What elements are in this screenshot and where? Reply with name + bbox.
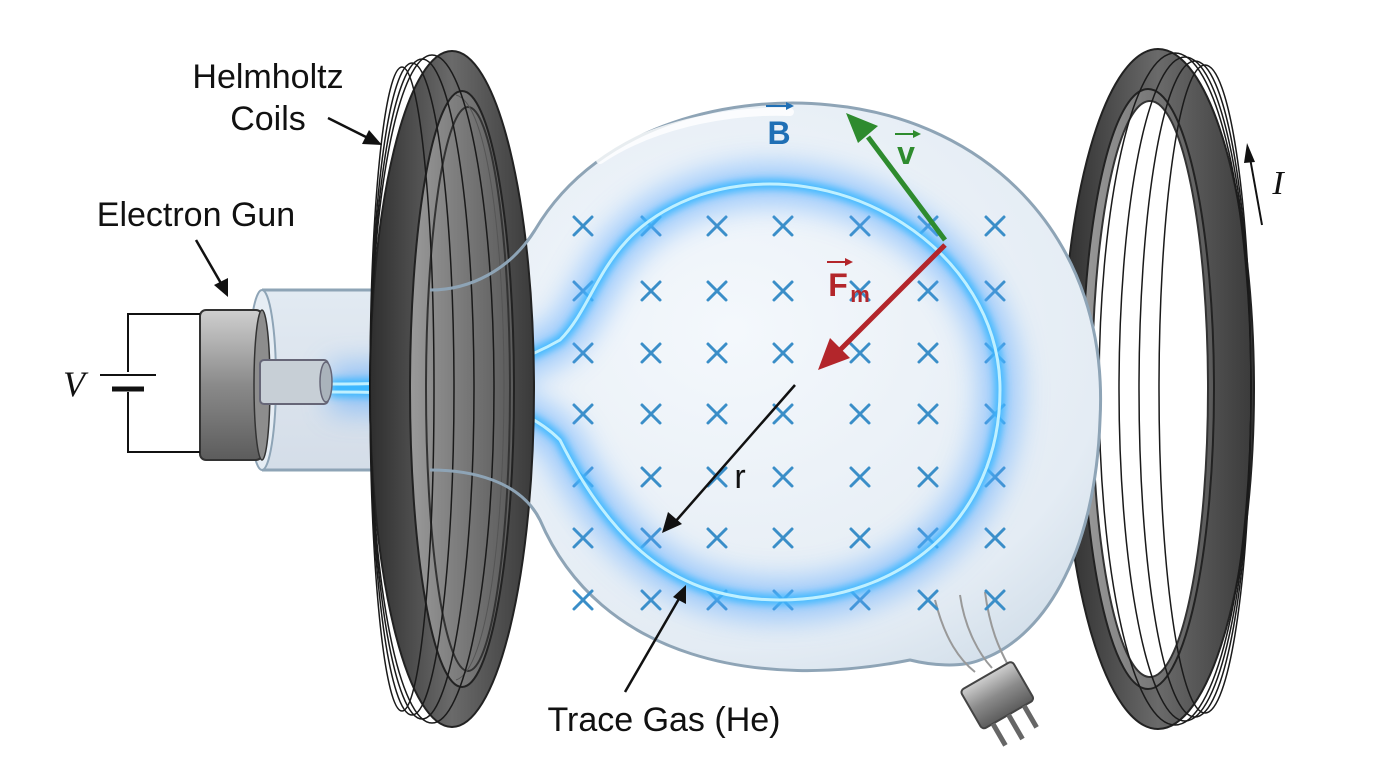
electron-gun bbox=[199, 309, 333, 461]
voltage-label: V bbox=[63, 364, 89, 404]
cross-icon bbox=[572, 215, 594, 237]
force-subscript-label: m bbox=[850, 282, 870, 307]
cross-icon bbox=[572, 403, 594, 425]
cross-icon bbox=[572, 527, 594, 549]
cross-icon bbox=[849, 403, 871, 425]
velocity-vector bbox=[846, 113, 948, 242]
helmholtz-coils-label-line2: Coils bbox=[230, 100, 306, 138]
trace-gas-pointer-arrow bbox=[623, 585, 686, 693]
cross-icon bbox=[706, 215, 728, 237]
cross-icon bbox=[984, 215, 1006, 237]
cross-icon bbox=[706, 466, 728, 488]
cross-icon bbox=[772, 215, 794, 237]
battery-circuit bbox=[100, 313, 200, 453]
trace-gas-label: Trace Gas (He) bbox=[547, 701, 780, 739]
b-field-label: B bbox=[767, 115, 790, 151]
cross-icon bbox=[984, 527, 1006, 549]
cross-icon bbox=[640, 466, 662, 488]
helmholtz-coils-label-line1: Helmholtz bbox=[192, 58, 343, 96]
right-helmholtz-coil bbox=[1061, 48, 1255, 730]
velocity-label-group: v bbox=[895, 130, 921, 171]
current-direction-arrow bbox=[1244, 143, 1263, 226]
electron-gun-pointer-arrow bbox=[194, 239, 228, 297]
cross-icon bbox=[917, 280, 939, 302]
cross-icon bbox=[640, 280, 662, 302]
cross-icon bbox=[917, 403, 939, 425]
cross-icon bbox=[849, 466, 871, 488]
cross-icon bbox=[917, 589, 939, 611]
cross-icon bbox=[917, 466, 939, 488]
cross-icon bbox=[772, 403, 794, 425]
cross-icon bbox=[849, 527, 871, 549]
cross-icon bbox=[706, 280, 728, 302]
cross-icon bbox=[640, 342, 662, 364]
cross-icon bbox=[772, 466, 794, 488]
radius-label: r bbox=[734, 458, 745, 496]
cross-icon bbox=[849, 342, 871, 364]
cross-icon bbox=[706, 403, 728, 425]
radius-vector bbox=[662, 384, 796, 533]
cross-icon bbox=[917, 342, 939, 364]
force-label: F bbox=[828, 267, 848, 303]
cross-icon bbox=[706, 527, 728, 549]
cross-icon bbox=[640, 403, 662, 425]
force-label-group: F m bbox=[827, 258, 870, 307]
left-helmholtz-coil bbox=[369, 50, 535, 728]
cross-icon bbox=[849, 280, 871, 302]
force-vector bbox=[818, 243, 947, 370]
cross-icon bbox=[772, 342, 794, 364]
neck-tube-front bbox=[429, 229, 542, 521]
magnetic-field-label: B bbox=[766, 102, 794, 151]
cross-icon bbox=[772, 280, 794, 302]
velocity-label: v bbox=[897, 135, 915, 171]
cross-icon bbox=[706, 342, 728, 364]
cross-icon bbox=[640, 589, 662, 611]
bulb-base-pins bbox=[934, 591, 1039, 747]
helmholtz-pointer-arrow bbox=[327, 116, 382, 145]
electron-gun-label: Electron Gun bbox=[97, 196, 295, 234]
cross-icon bbox=[772, 527, 794, 549]
cross-icon bbox=[572, 589, 594, 611]
electron-beam bbox=[329, 164, 1021, 621]
current-label: I bbox=[1271, 165, 1285, 202]
cross-icon bbox=[984, 589, 1006, 611]
